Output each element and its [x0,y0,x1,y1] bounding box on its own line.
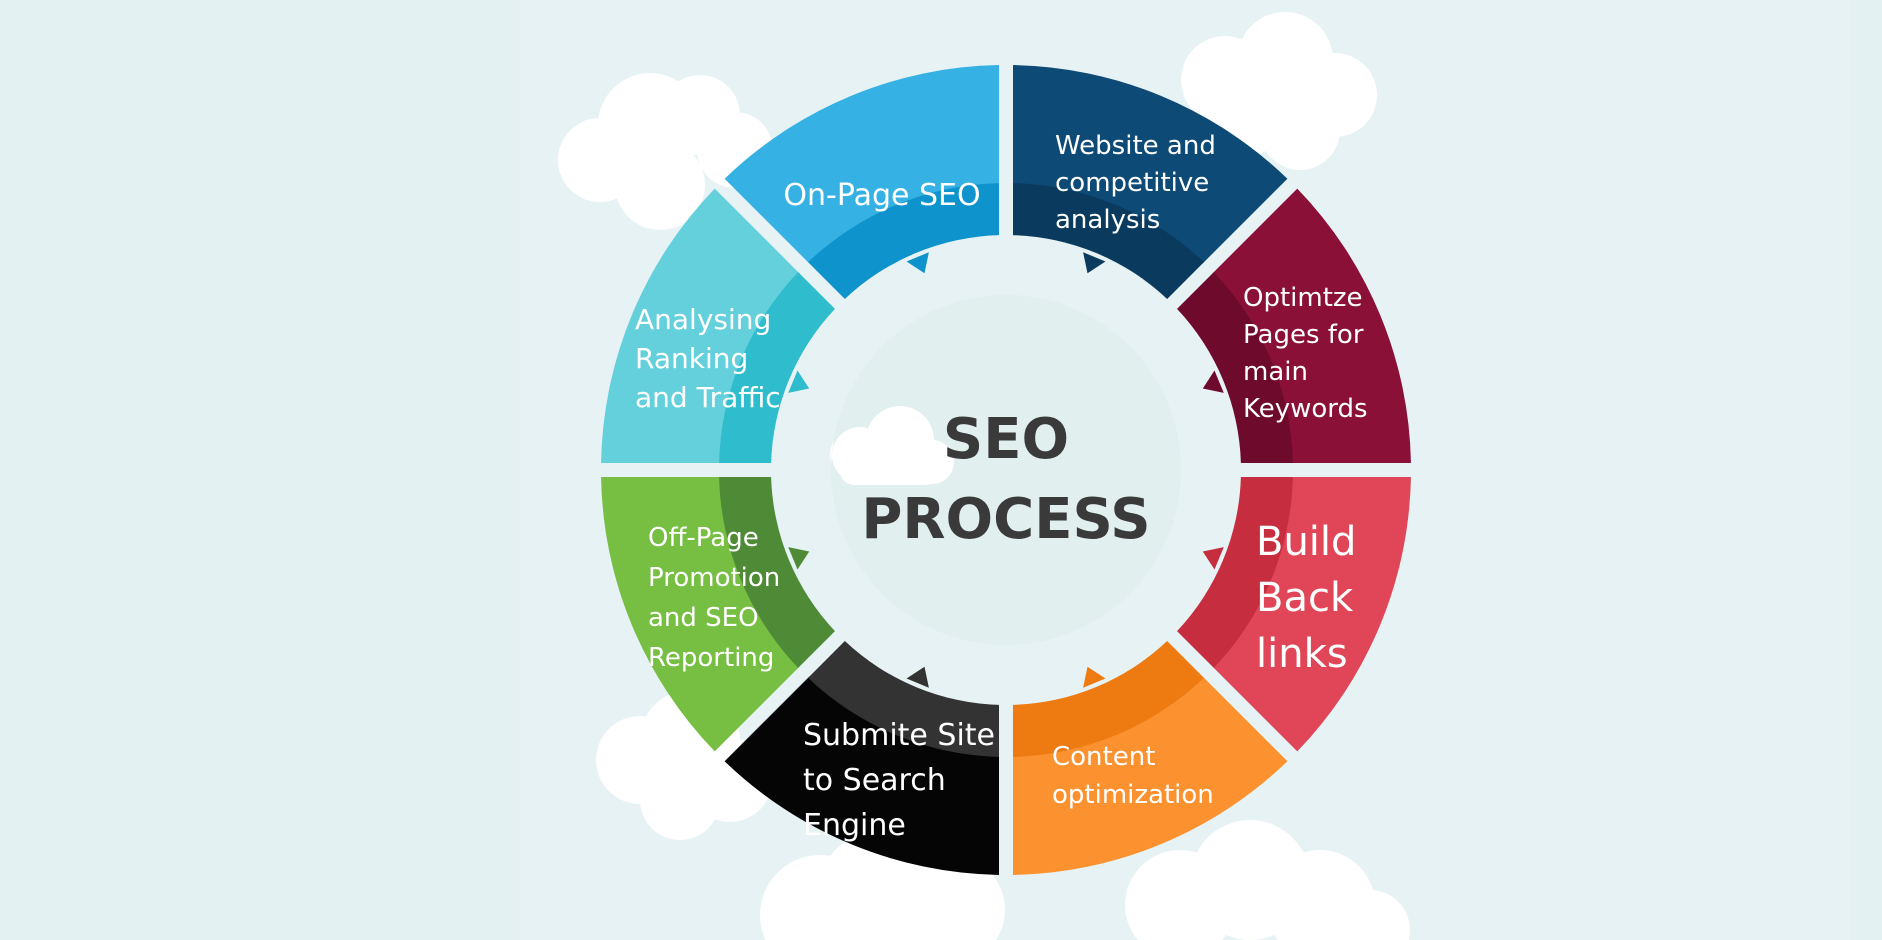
segment-label-line: Keywords [1243,394,1368,424]
segment-inner-off-page-promotion [719,272,835,464]
segment-label-line: competitive [1055,168,1209,198]
segment-label-line: Back [1256,575,1354,621]
segment-label-content-optimization: Content optimization [1052,742,1214,810]
segment-label-line: Content [1052,742,1155,772]
segment-label-line: Ranking [635,342,748,375]
gear-tooth-icon [906,666,929,688]
segment-inner-on-page-seo [1012,183,1204,299]
segment-off-page-promotion [601,188,800,464]
cloud-top-left [558,73,773,230]
segment-label-line: Submite Site [803,718,995,753]
segment-label-line: Website and [1055,131,1216,161]
center-cloud [832,406,954,485]
segment-label-line: Off-Page [648,523,759,553]
segment-label-line: Reporting [648,643,774,673]
segment-label-line: analysis [1055,205,1160,235]
segment-on-page-seo [1012,65,1288,264]
cloud-bottom-right [1125,820,1410,940]
segment-optimize-pages [1212,476,1411,752]
segment-label-line: links [1256,631,1348,677]
segment-label-line: Analysing [635,303,771,336]
gear-tooth-icon [1083,252,1106,274]
segment-build-back-links [1012,676,1288,875]
segment-label-line: Optimtze [1243,283,1363,313]
segment-label-line: and SEO [648,603,759,633]
gear-tooth-icon [1083,666,1106,688]
segment-label-line: optimization [1052,780,1214,810]
segment-label-line: and Traffic [635,381,781,414]
segment-label-line: Pages for [1243,320,1364,350]
segment-inner-submit-site [719,476,835,668]
segment-label-line: Build [1256,519,1356,565]
center-title-line1: SEO [943,407,1069,472]
gear-tooth-icon [1202,547,1224,570]
segment-inner-website-analysis [1177,272,1293,464]
center-title-line2: PROCESS [861,487,1150,552]
wheel-segments [601,65,1411,875]
segment-label-website-analysis: Website and competitive analysis [1055,131,1216,235]
gear-tooth-icon [788,370,810,393]
segment-analysing-ranking [724,65,1000,264]
segment-inner-build-back-links [1012,641,1204,757]
gear-tooth-icon [906,252,929,274]
center-hub [831,295,1181,645]
gear-tooth-icon [1202,370,1224,393]
segment-content-optimization [724,676,1000,875]
segment-label-line: to Search [803,763,946,798]
segment-label-line: Engine [803,808,906,843]
segment-label-on-page-seo: On-Page SEO [783,178,980,213]
segment-label-line: On-Page SEO [783,178,980,213]
segment-labels: On-Page SEO Website and competitive analysi… [635,131,1368,843]
segment-inner-content-optimization [808,641,1000,757]
segment-inner-optimize-pages [1177,476,1293,668]
segment-label-line: main [1243,357,1308,387]
segment-submit-site [601,476,800,752]
cloud-top-right [1181,12,1377,170]
gear-tooth-icon [788,547,810,570]
segment-inner-analysing-ranking [808,183,1000,299]
segment-label-line: Promotion [648,563,780,593]
segment-website-analysis [1212,188,1411,464]
